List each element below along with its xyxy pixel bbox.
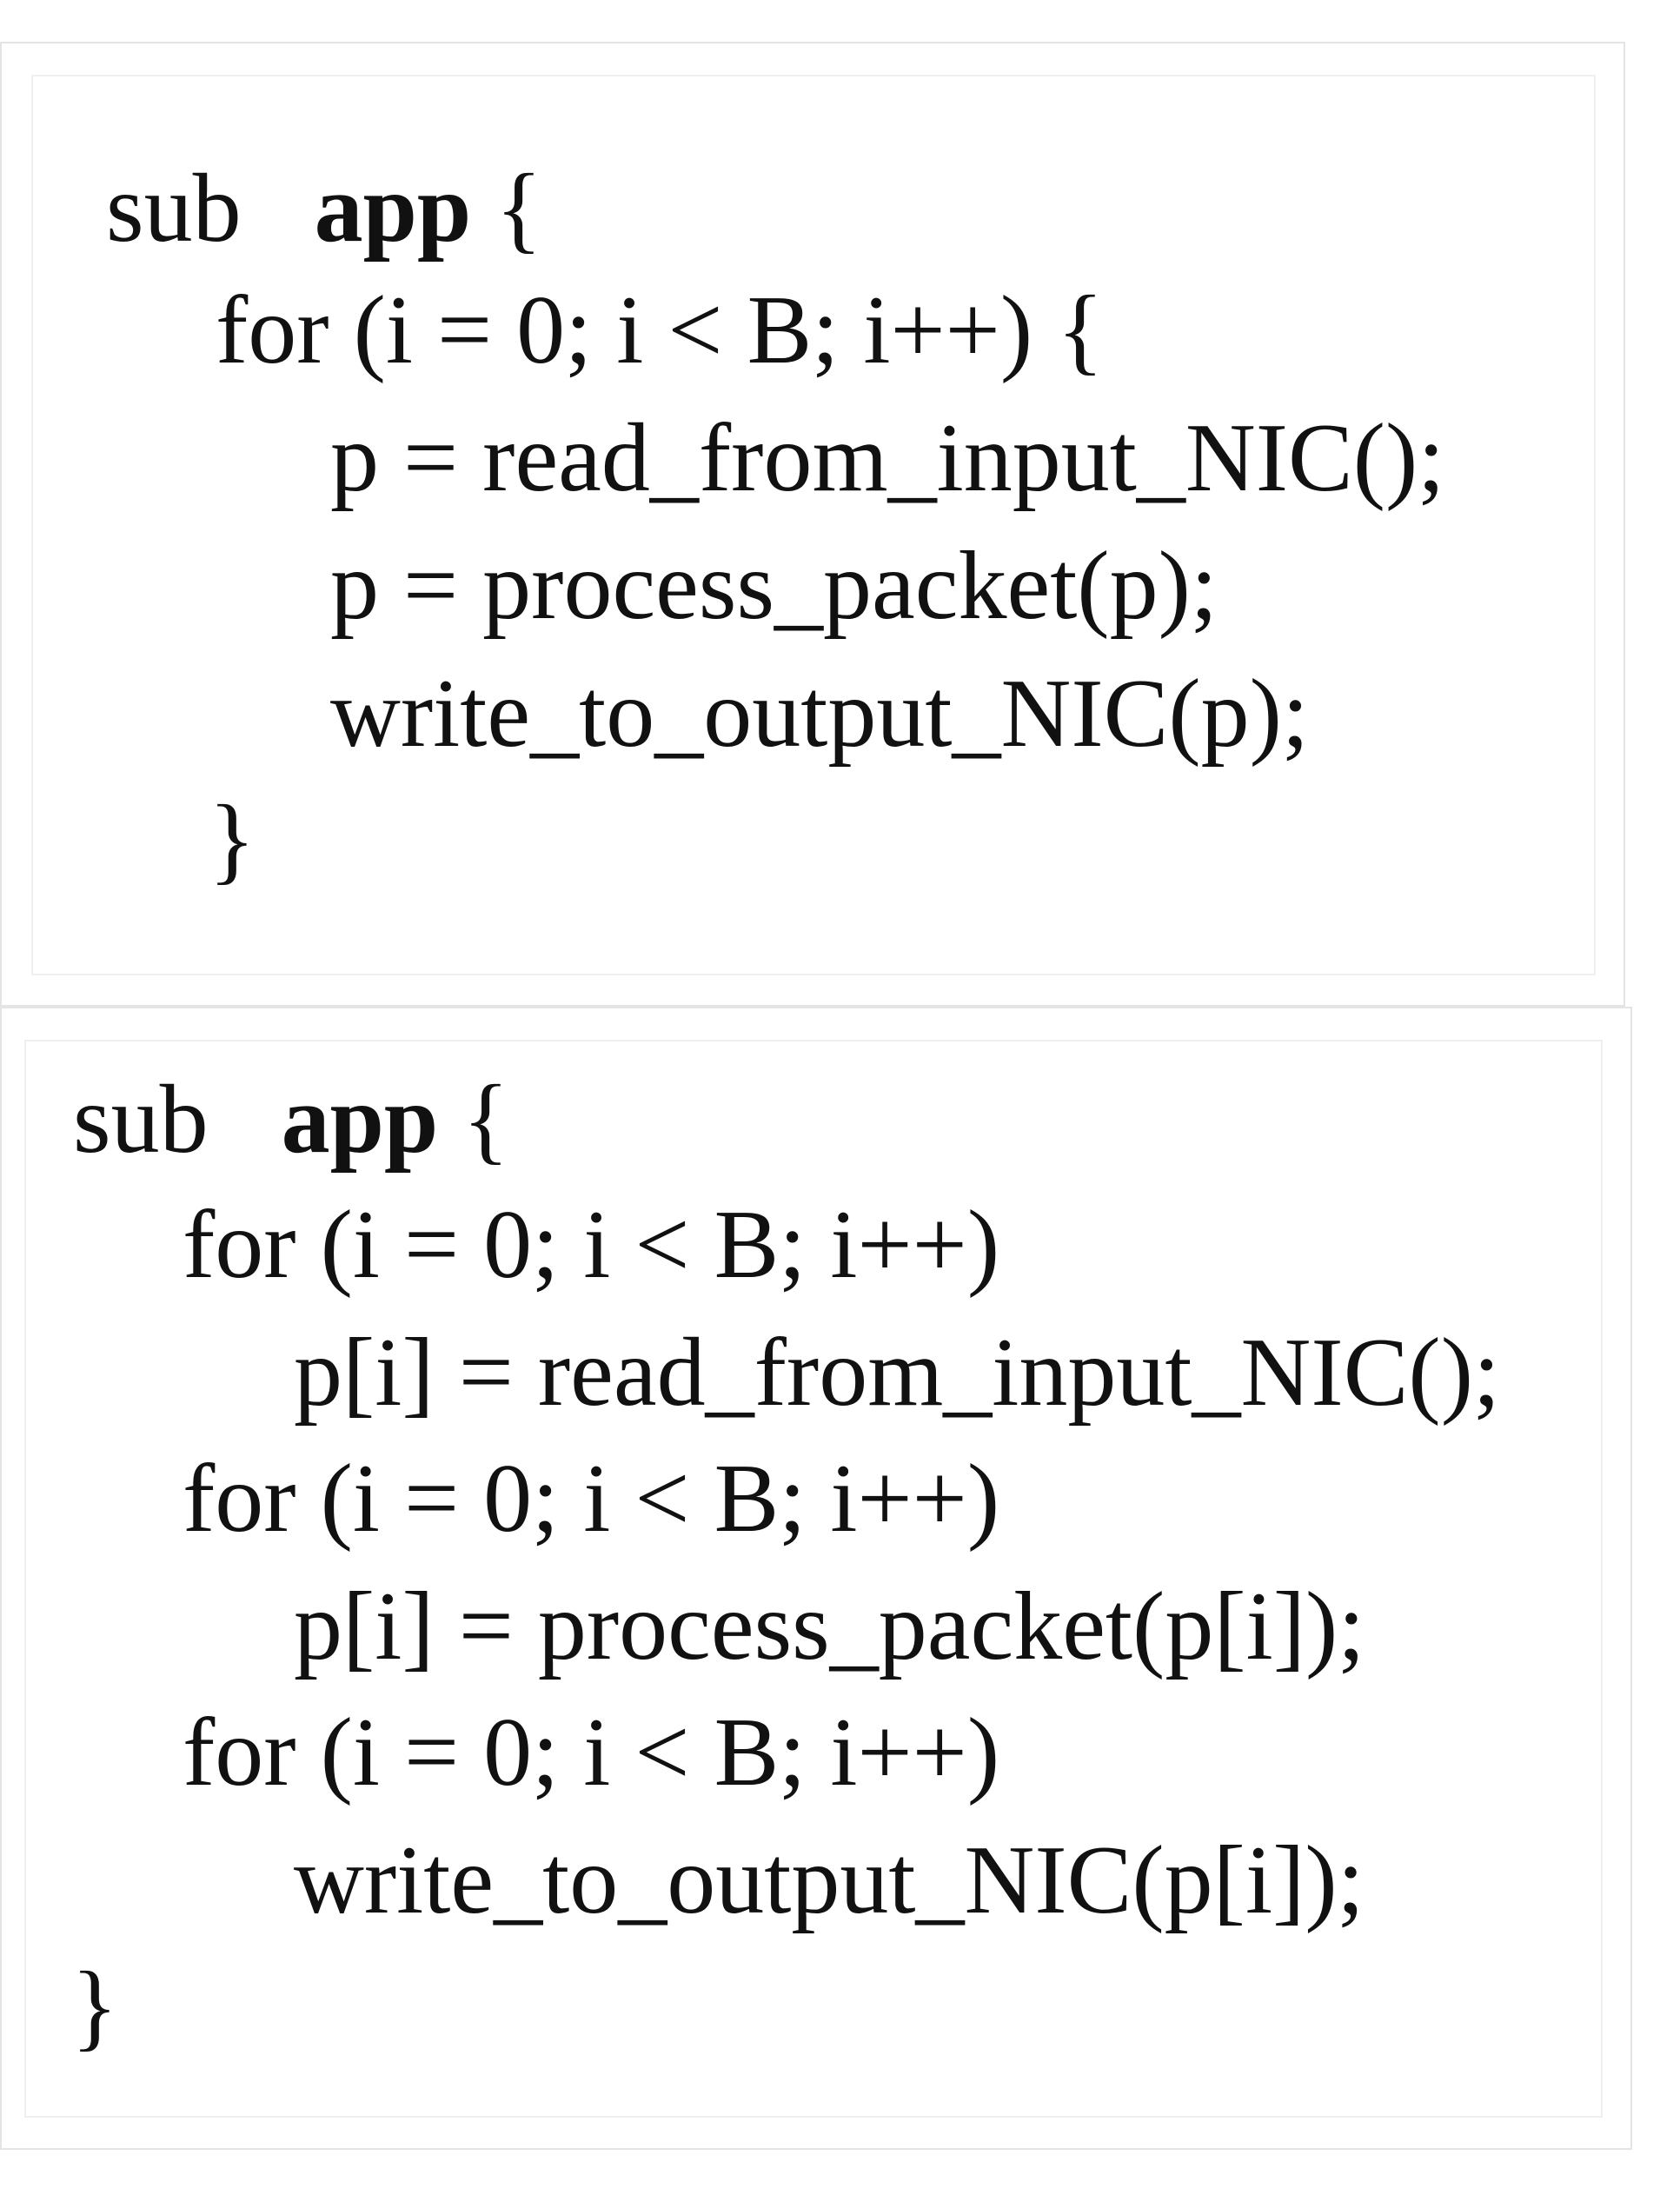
function-name: app: [281, 1066, 439, 1174]
code-line-signature: sub app {: [106, 160, 542, 257]
code-line-close-brace: }: [209, 786, 256, 894]
open-brace: {: [462, 1066, 509, 1174]
code-line-for-loop-read: for (i = 0; i < B; i++): [183, 1191, 1000, 1299]
open-brace: {: [495, 155, 542, 263]
code-line-read: p[i] = read_from_input_NIC();: [294, 1319, 1501, 1427]
code-listing-frame: sub app { for (i = 0; i < B; i++) p[i] =…: [24, 1040, 1603, 2118]
code-line-for-loop-process: for (i = 0; i < B; i++): [183, 1445, 1000, 1553]
code-listing-batched-loops: sub app { for (i = 0; i < B; i++) p[i] =…: [0, 1007, 1632, 2150]
code-line-close-brace: }: [71, 1953, 118, 2060]
code-line-write: write_to_output_NIC(p);: [330, 660, 1310, 768]
code-line-read: p = read_from_input_NIC();: [330, 404, 1445, 512]
code-line-write: write_to_output_NIC(p[i]);: [294, 1826, 1365, 1934]
code-line-process: p = process_packet(p);: [330, 532, 1218, 640]
code-listing-frame: sub app { for (i = 0; i < B; i++) { p = …: [31, 75, 1596, 975]
code-line-process: p[i] = process_packet(p[i]);: [294, 1573, 1365, 1680]
code-listing-single-loop: sub app { for (i = 0; i < B; i++) { p = …: [0, 42, 1625, 1007]
code-line-signature: sub app {: [73, 1071, 509, 1168]
keyword-sub: sub: [73, 1066, 209, 1174]
function-name: app: [314, 155, 472, 263]
code-line-for-loop: for (i = 0; i < B; i++) {: [216, 276, 1104, 384]
keyword-sub: sub: [106, 155, 242, 263]
code-line-for-loop-write: for (i = 0; i < B; i++): [183, 1699, 1000, 1806]
